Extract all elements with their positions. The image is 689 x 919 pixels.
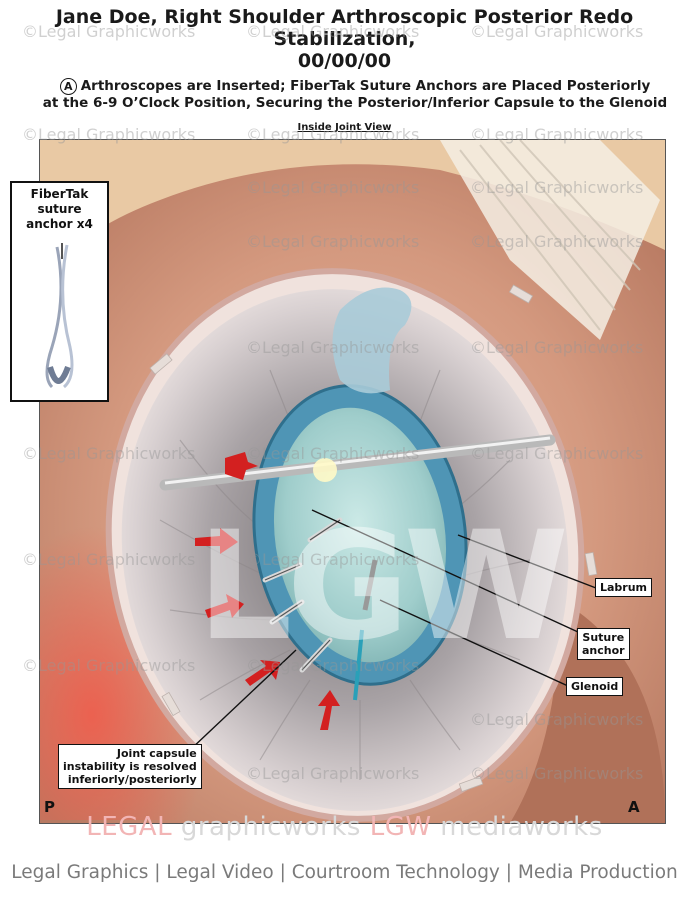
title-line-2: 00/00/00 bbox=[297, 50, 392, 72]
inset-label-line-3: anchor x4 bbox=[26, 217, 93, 231]
inset-label: FiberTak suture anchor x4 bbox=[12, 187, 107, 232]
labrum-label: Labrum bbox=[595, 578, 653, 597]
joint-view-drawing bbox=[40, 140, 665, 823]
subtitle-line-1: Arthroscopes are Inserted; FiberTak Sutu… bbox=[80, 78, 651, 94]
brand-legal: LEGAL bbox=[86, 812, 173, 842]
suture-anchor-drawing bbox=[45, 243, 74, 389]
brand-mediaworks: mediaworks bbox=[431, 812, 603, 842]
view-label: Inside Joint View bbox=[297, 122, 392, 133]
inset-label-line-1: FiberTak bbox=[30, 187, 89, 201]
step-letter-badge: A bbox=[59, 78, 77, 95]
suture-anchor-label: Suture anchor bbox=[577, 628, 630, 660]
tendon-fibers bbox=[440, 140, 660, 340]
tension-arrows bbox=[195, 452, 340, 730]
suture-anchor-label-line-1: Suture bbox=[582, 631, 625, 644]
scope-light bbox=[313, 458, 337, 482]
inset-label-line-2: suture bbox=[37, 202, 82, 216]
drill-guide bbox=[353, 629, 364, 701]
arthroscope-shaft bbox=[159, 434, 556, 491]
posterior-marker: P bbox=[44, 798, 55, 816]
capsule-label-line-2: instability is resolved bbox=[63, 760, 197, 773]
suture-anchor-label-line-2: anchor bbox=[582, 644, 625, 657]
muscle-lower-right bbox=[510, 600, 665, 823]
screw-anchor bbox=[362, 559, 378, 611]
capsule-instability-label: Joint capsule instability is resolved in… bbox=[58, 744, 202, 789]
page-title: Jane Doe, Right Shoulder Arthroscopic Po… bbox=[0, 6, 689, 72]
capsule-label-line-3: inferiorly/posteriorly bbox=[67, 773, 197, 786]
title-line-1: Jane Doe, Right Shoulder Arthroscopic Po… bbox=[55, 6, 634, 50]
brand-graphicworks: graphicworks bbox=[172, 812, 370, 842]
arthroscopic-illustration: LGW bbox=[39, 139, 666, 824]
leader-lines bbox=[189, 509, 597, 751]
capsule-label-line-1: Joint capsule bbox=[116, 747, 197, 760]
anterior-marker: A bbox=[628, 798, 640, 816]
subtitle-line-2: at the 6-9 O’Clock Position, Securing th… bbox=[42, 95, 668, 111]
fibertak-inset: FiberTak suture anchor x4 bbox=[10, 181, 109, 402]
biceps-tendon bbox=[332, 287, 412, 394]
brand-logo: LEGAL graphicworks LGW mediaworks bbox=[0, 812, 689, 842]
footer-tagline: Legal Graphics | Legal Video | Courtroom… bbox=[11, 862, 678, 883]
glenoid-label: Glenoid bbox=[566, 677, 624, 696]
brand-lgw: LGW bbox=[369, 812, 432, 842]
